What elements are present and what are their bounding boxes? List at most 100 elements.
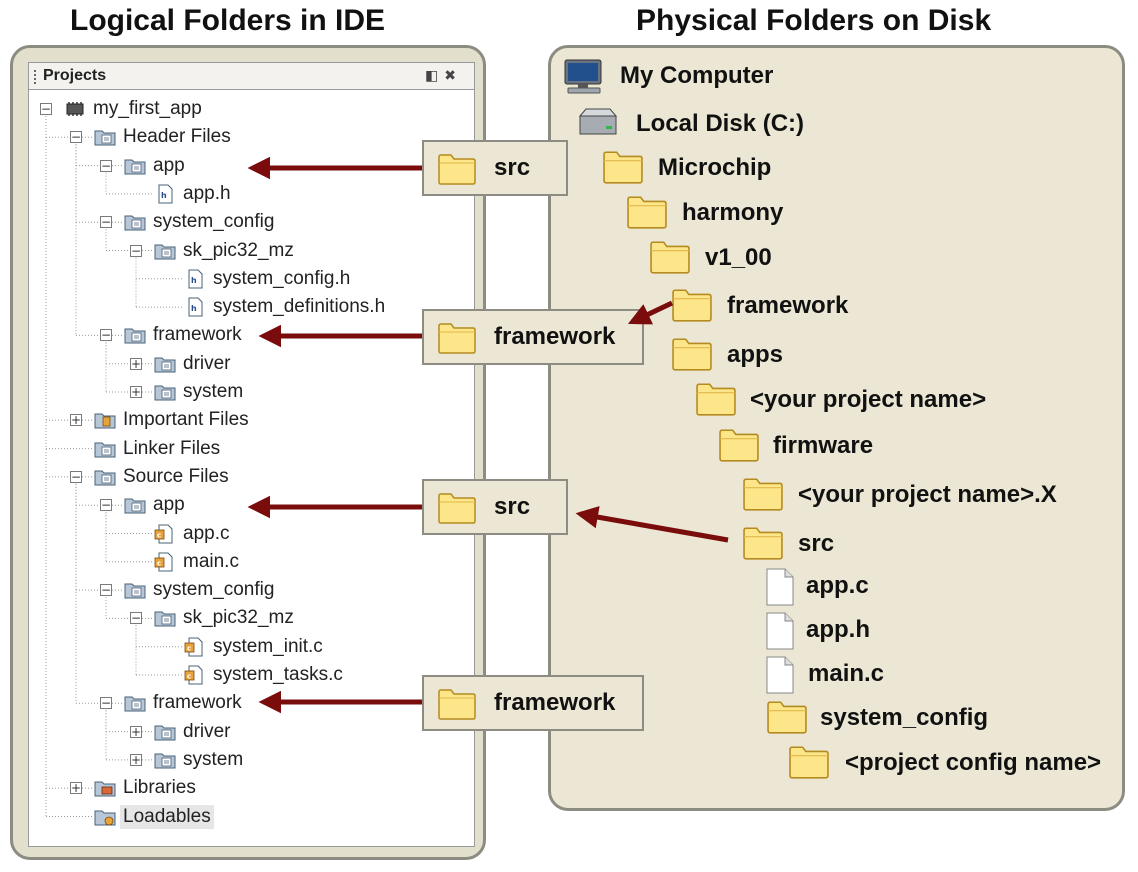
- callout-box: framework: [422, 675, 644, 731]
- file-icon: [765, 612, 795, 657]
- computer-icon: [562, 58, 606, 103]
- ide-heading: Logical Folders in IDE: [70, 4, 386, 37]
- source-file-icon: c: [154, 551, 176, 573]
- logical-folder-icon: [154, 721, 176, 743]
- disk-item-label: My Computer: [620, 62, 774, 89]
- tree-item-label: sk_pic32_mz: [183, 239, 294, 261]
- chip-icon: [64, 98, 86, 120]
- folder-icon: [672, 288, 712, 329]
- logical-folder-icon: [124, 155, 146, 177]
- folder-icon: [627, 195, 667, 236]
- logical-folder-icon: [154, 607, 176, 629]
- tree-item-label: driver: [183, 352, 231, 374]
- expand-toggle-icon[interactable]: +: [130, 356, 142, 371]
- folder-icon: [743, 477, 783, 518]
- collapse-toggle-icon[interactable]: −: [100, 215, 112, 230]
- tree-item-label: Header Files: [123, 126, 231, 148]
- loadables-folder-icon: [94, 806, 116, 828]
- logical-folder-icon: [124, 579, 146, 601]
- disk-drive-icon: [576, 106, 620, 147]
- window-controls: ◧✖: [425, 67, 462, 84]
- svg-text:h: h: [191, 304, 197, 313]
- tree-connector-lines: [45, 116, 182, 817]
- drag-grip[interactable]: [34, 70, 38, 84]
- svg-text:c: c: [187, 644, 191, 652]
- tree-item-label: main.c: [183, 550, 239, 572]
- folder-icon: [743, 526, 783, 567]
- folder-icon: [438, 322, 476, 354]
- disk-item-label: main.c: [808, 660, 885, 687]
- tree-item-label: framework: [153, 692, 242, 714]
- collapse-toggle-icon[interactable]: −: [40, 102, 52, 116]
- collapse-toggle-icon[interactable]: −: [130, 611, 142, 626]
- callout-label: src: [494, 493, 531, 520]
- tree-item-label: Source Files: [123, 465, 229, 487]
- disk-item-label: Local Disk (C:): [636, 110, 805, 137]
- disk-item-label: <project config name>: [845, 749, 1102, 776]
- logical-folder-icon: [124, 211, 146, 233]
- disk-heading: Physical Folders on Disk: [636, 4, 992, 37]
- logical-folder-icon: [154, 381, 176, 403]
- tree-item-label: system_tasks.c: [213, 664, 343, 685]
- logical-folder-icon: [124, 324, 146, 346]
- collapse-toggle-icon[interactable]: −: [100, 158, 112, 173]
- expand-toggle-icon[interactable]: +: [130, 385, 142, 399]
- logical-folder-icon: [154, 353, 176, 375]
- folder-icon: [650, 240, 690, 281]
- expand-toggle-icon[interactable]: +: [130, 752, 142, 767]
- callout-box: framework: [422, 309, 644, 365]
- collapse-toggle-icon[interactable]: −: [70, 130, 82, 145]
- expand-toggle-icon[interactable]: +: [70, 413, 82, 428]
- collapse-toggle-icon[interactable]: −: [100, 498, 112, 513]
- tree-item-label: system_config: [153, 211, 275, 233]
- folder-icon: [438, 153, 476, 185]
- folder-icon: [438, 688, 476, 720]
- collapse-toggle-icon[interactable]: −: [130, 243, 142, 258]
- collapse-toggle-icon[interactable]: −: [100, 696, 112, 711]
- svg-text:h: h: [191, 276, 197, 285]
- expand-toggle-icon[interactable]: +: [70, 781, 82, 796]
- collapse-toggle-icon[interactable]: −: [100, 583, 112, 598]
- logical-folder-icon: [154, 749, 176, 771]
- collapse-toggle-icon[interactable]: −: [100, 328, 112, 343]
- file-icon: [765, 568, 795, 613]
- source-file-icon: c: [154, 523, 176, 545]
- folder-icon: [603, 150, 643, 191]
- callout-label: framework: [494, 323, 616, 350]
- projects-title: Projects: [43, 67, 107, 84]
- tree-item-label: system: [183, 748, 244, 770]
- tree-item-label: app: [153, 154, 185, 176]
- disk-item-label: framework: [727, 292, 849, 319]
- tree-item-label: Important Files: [123, 409, 249, 431]
- disk-item-label: apps: [727, 341, 784, 368]
- source-file-icon: c: [184, 636, 206, 658]
- close-window-icon[interactable]: ✖: [444, 67, 462, 83]
- svg-text:c: c: [187, 673, 191, 681]
- source-file-icon: c: [184, 664, 206, 686]
- tree-item-label: sk_pic32_mz: [183, 607, 294, 629]
- important-folder-icon: [94, 409, 116, 431]
- disk-item-label: <your project name>.X: [798, 481, 1057, 508]
- callout-label: framework: [494, 689, 616, 716]
- minimize-window-icon[interactable]: ◧: [425, 67, 445, 83]
- logical-folder-icon: [94, 126, 116, 148]
- folder-icon: [438, 492, 476, 524]
- callout-label: src: [494, 154, 531, 181]
- header-file-icon: h: [184, 296, 206, 318]
- tree-item-label: system_init.c: [213, 635, 323, 657]
- callout-box: src: [422, 140, 568, 196]
- tree-item-label: Loadables: [120, 804, 214, 829]
- disk-item-label: src: [798, 530, 835, 557]
- folder-icon: [767, 700, 807, 741]
- header-file-icon: h: [184, 268, 206, 290]
- callout-box: src: [422, 479, 568, 535]
- tree-item-label: framework: [153, 324, 242, 346]
- library-folder-icon: [94, 777, 116, 799]
- disk-item-label: v1_00: [705, 244, 772, 271]
- expand-toggle-icon[interactable]: +: [130, 724, 142, 739]
- collapse-toggle-icon[interactable]: −: [70, 469, 82, 484]
- folder-icon: [696, 382, 736, 423]
- logical-folder-icon: [94, 466, 116, 488]
- disk-item-label: harmony: [682, 199, 784, 226]
- svg-text:h: h: [161, 191, 167, 200]
